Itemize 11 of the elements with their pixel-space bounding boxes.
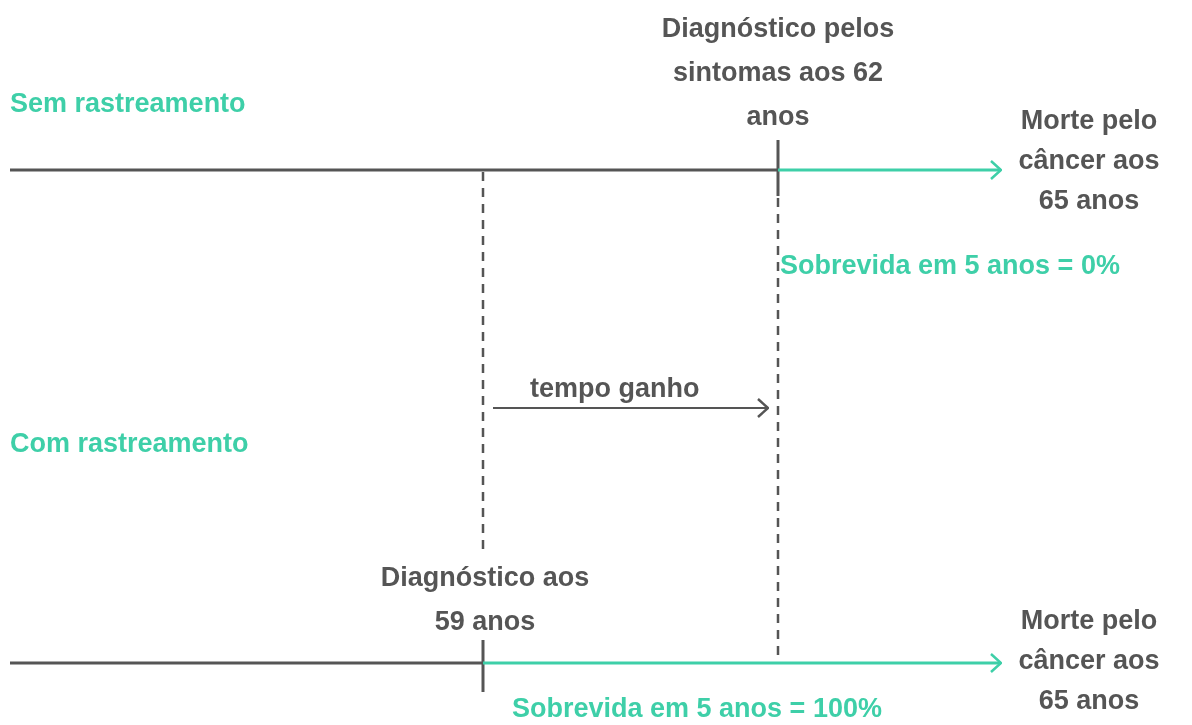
survival-label: Sobrevida em 5 anos = 100% [512, 692, 882, 725]
survival-label: Sobrevida em 5 anos = 0% [780, 249, 1120, 282]
row-heading: Com rastreamento [10, 427, 249, 460]
outcome-label: Morte pelo câncer aos 65 anos [1005, 600, 1173, 720]
event-label: Diagnóstico aos 59 anos [380, 561, 590, 638]
row-heading: Sem rastreamento [10, 87, 246, 120]
timeline-arrow [483, 652, 1003, 674]
outcome-label: Morte pelo câncer aos 65 anos [1005, 100, 1173, 220]
interval-label: tempo ganho [530, 372, 700, 405]
event-label: Diagnóstico pelos sintomas aos 62 anos [660, 12, 896, 133]
timeline-arrow [778, 159, 1003, 181]
